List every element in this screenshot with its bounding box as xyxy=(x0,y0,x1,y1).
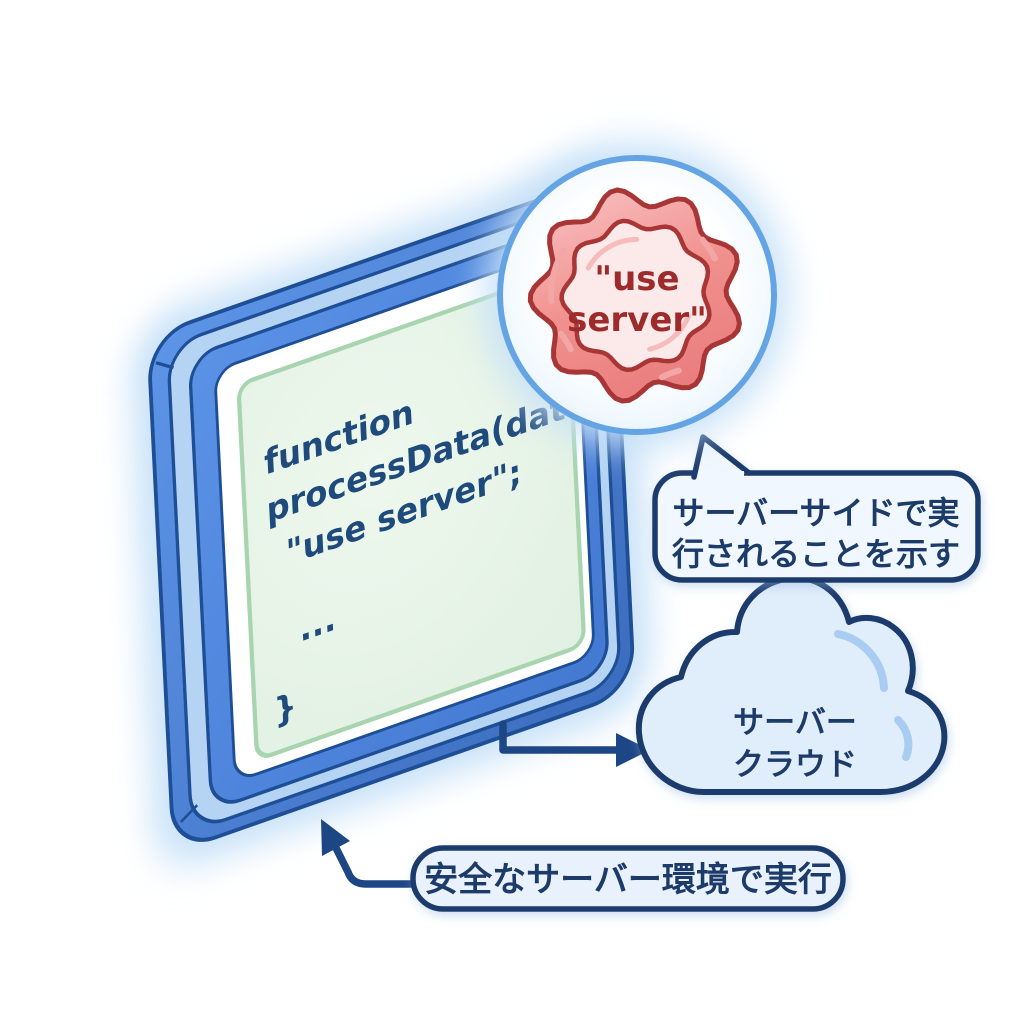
label-pill-text: 安全なサーバー環境で実行 xyxy=(424,860,832,900)
bubble-body xyxy=(652,470,981,583)
panel-corner-bevel-top xyxy=(155,361,175,370)
code-screen xyxy=(236,271,586,758)
cloud-highlight-arc-top xyxy=(834,630,888,692)
use-server-badge: "use server" xyxy=(485,143,789,447)
label-to-panel-arrow xyxy=(321,819,417,888)
panel-to-cloud-arrow xyxy=(499,720,650,767)
label-pill xyxy=(410,845,846,912)
seal-icon xyxy=(527,187,742,404)
bubble-tail-mask xyxy=(699,471,744,479)
cloud-label-line2: クラウド xyxy=(733,747,857,783)
panel-corner-bevel-bottom xyxy=(180,804,199,824)
cloud-highlight-arc-right xyxy=(894,716,913,761)
bubble-text-line1: サーバーサイドで実 xyxy=(672,494,959,532)
seal-highlight-arcs xyxy=(548,236,718,381)
arrow-panel-to-cloud-head xyxy=(616,733,650,767)
badge-text-line1: "use xyxy=(594,259,679,299)
arrow-label-to-panel-head xyxy=(321,819,350,856)
callout-bubble: サーバーサイドで実 行されることを示す xyxy=(652,434,981,583)
server-cloud: サーバー クラウド xyxy=(635,574,948,795)
code-line-5: } xyxy=(273,685,298,733)
arrow-label-to-panel-line xyxy=(332,844,417,888)
badge-text-line2: server" xyxy=(567,300,707,340)
arrow-panel-to-cloud-line xyxy=(499,720,622,754)
bubble-text-line2: 行されることを示す xyxy=(672,535,960,573)
secure-env-label: 安全なサーバー環境で実行 xyxy=(410,845,846,912)
cloud-label-line1: サーバー xyxy=(733,705,857,741)
bubble-tail xyxy=(691,434,752,480)
